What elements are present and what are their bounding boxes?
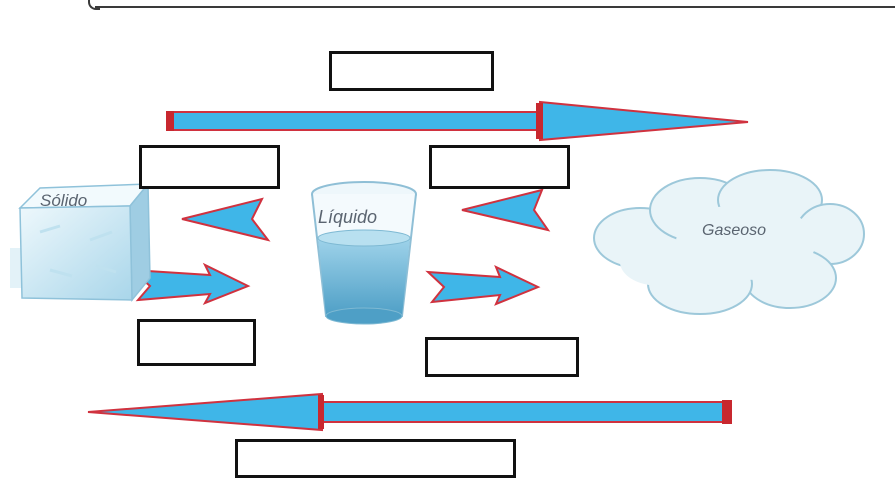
label-liquid: Líquido xyxy=(318,207,377,227)
blank-box-lower-left[interactable] xyxy=(137,319,256,366)
arrow-small-right-1 xyxy=(129,262,251,305)
arrow-top-long-right xyxy=(166,100,749,142)
water-glass-illustration xyxy=(311,181,417,325)
top-rule xyxy=(95,6,895,8)
arrow-small-left-1 xyxy=(181,197,271,242)
arrow-bottom-long-left xyxy=(87,392,732,432)
blank-box-upper-right[interactable] xyxy=(429,145,570,189)
blank-box-upper-left[interactable] xyxy=(139,145,280,189)
blank-box-top[interactable] xyxy=(329,51,494,91)
label-gas: Gaseoso xyxy=(702,222,766,239)
top-rule-curl xyxy=(88,0,100,10)
ice-cube-illustration xyxy=(10,181,151,303)
blank-box-bottom[interactable] xyxy=(235,439,516,478)
arrow-small-right-2 xyxy=(425,264,541,306)
arrow-small-left-2 xyxy=(461,188,551,232)
label-solid: Sólido xyxy=(40,191,87,210)
blank-box-lower-right[interactable] xyxy=(425,337,579,377)
cloud-illustration xyxy=(593,169,865,315)
